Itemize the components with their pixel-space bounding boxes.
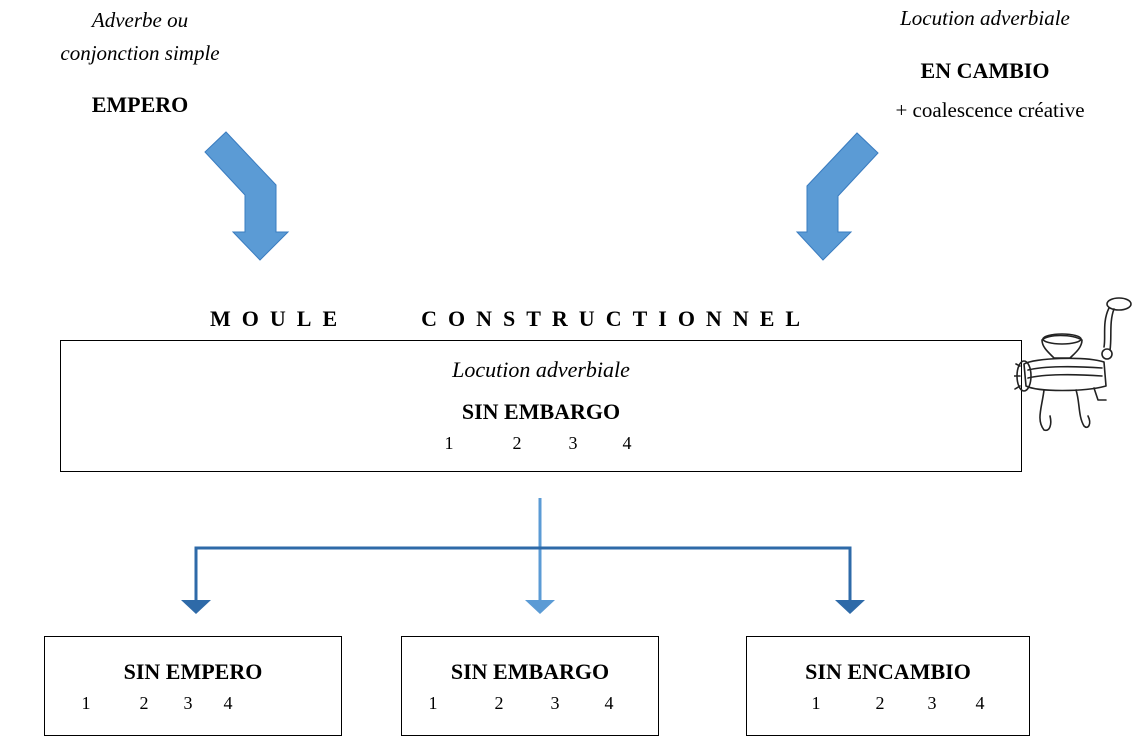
mould-heading-word2: CONSTRUCTIONNEL — [421, 306, 812, 331]
top-right-word: EN CAMBIO — [920, 58, 1050, 83]
mould-heading: MOULE CONSTRUCTIONNEL — [210, 306, 870, 332]
output-numbers: 1 2 3 4 — [807, 693, 989, 714]
left-output-arrowhead — [181, 600, 211, 614]
mould-subtitle: Locution adverbiale — [452, 357, 630, 382]
mould-box: Locution adverbiale SIN EMBARGO 1 2 3 4 — [60, 340, 1022, 472]
mould-number: 2 — [512, 433, 522, 453]
output-number: 1 — [81, 693, 91, 713]
left-input-arrow — [204, 131, 290, 261]
top-right-extra: + coalescence créative — [895, 98, 1085, 122]
top-left-category-line1: Adverbe ou — [91, 8, 189, 32]
output-number: 4 — [975, 693, 985, 713]
output-numbers: 1 2 3 4 — [77, 693, 237, 714]
top-left-category: Adverbe ou conjonction simple — [30, 4, 250, 70]
mould-number: 1 — [444, 433, 454, 453]
output-word: SIN ENCAMBIO — [805, 659, 971, 684]
output-box-3: SIN ENCAMBIO 1 2 3 4 — [746, 636, 1030, 736]
output-number: 2 — [494, 693, 504, 713]
output-number: 4 — [223, 693, 233, 713]
mould-number: 4 — [622, 433, 632, 453]
distributor-line — [194, 546, 852, 600]
mould-number: 3 — [568, 433, 578, 453]
top-left-category-line2: conjonction simple — [60, 41, 220, 65]
middle-output-arrowhead — [525, 600, 555, 614]
mould-numbers: 1 2 3 4 — [439, 433, 637, 454]
output-number: 3 — [183, 693, 193, 713]
output-number: 2 — [139, 693, 149, 713]
right-output-arrowhead — [835, 600, 865, 614]
output-number: 4 — [604, 693, 614, 713]
output-number: 1 — [428, 693, 438, 713]
top-left-word: EMPERO — [91, 92, 189, 117]
mould-heading-word1: MOULE — [210, 306, 349, 331]
right-input-arrow — [795, 132, 879, 261]
output-word: SIN EMPERO — [123, 659, 263, 684]
output-box-1: SIN EMPERO 1 2 3 4 — [44, 636, 342, 736]
output-number: 3 — [550, 693, 560, 713]
output-number: 3 — [927, 693, 937, 713]
mould-word: SIN EMBARGO — [461, 399, 621, 424]
output-word: SIN EMBARGO — [450, 659, 610, 684]
output-numbers: 1 2 3 4 — [424, 693, 618, 714]
output-number: 1 — [811, 693, 821, 713]
top-right-category: Locution adverbiale — [900, 6, 1070, 30]
output-number: 2 — [875, 693, 885, 713]
output-box-2: SIN EMBARGO 1 2 3 4 — [401, 636, 659, 736]
meat-grinder-icon — [1014, 297, 1132, 432]
